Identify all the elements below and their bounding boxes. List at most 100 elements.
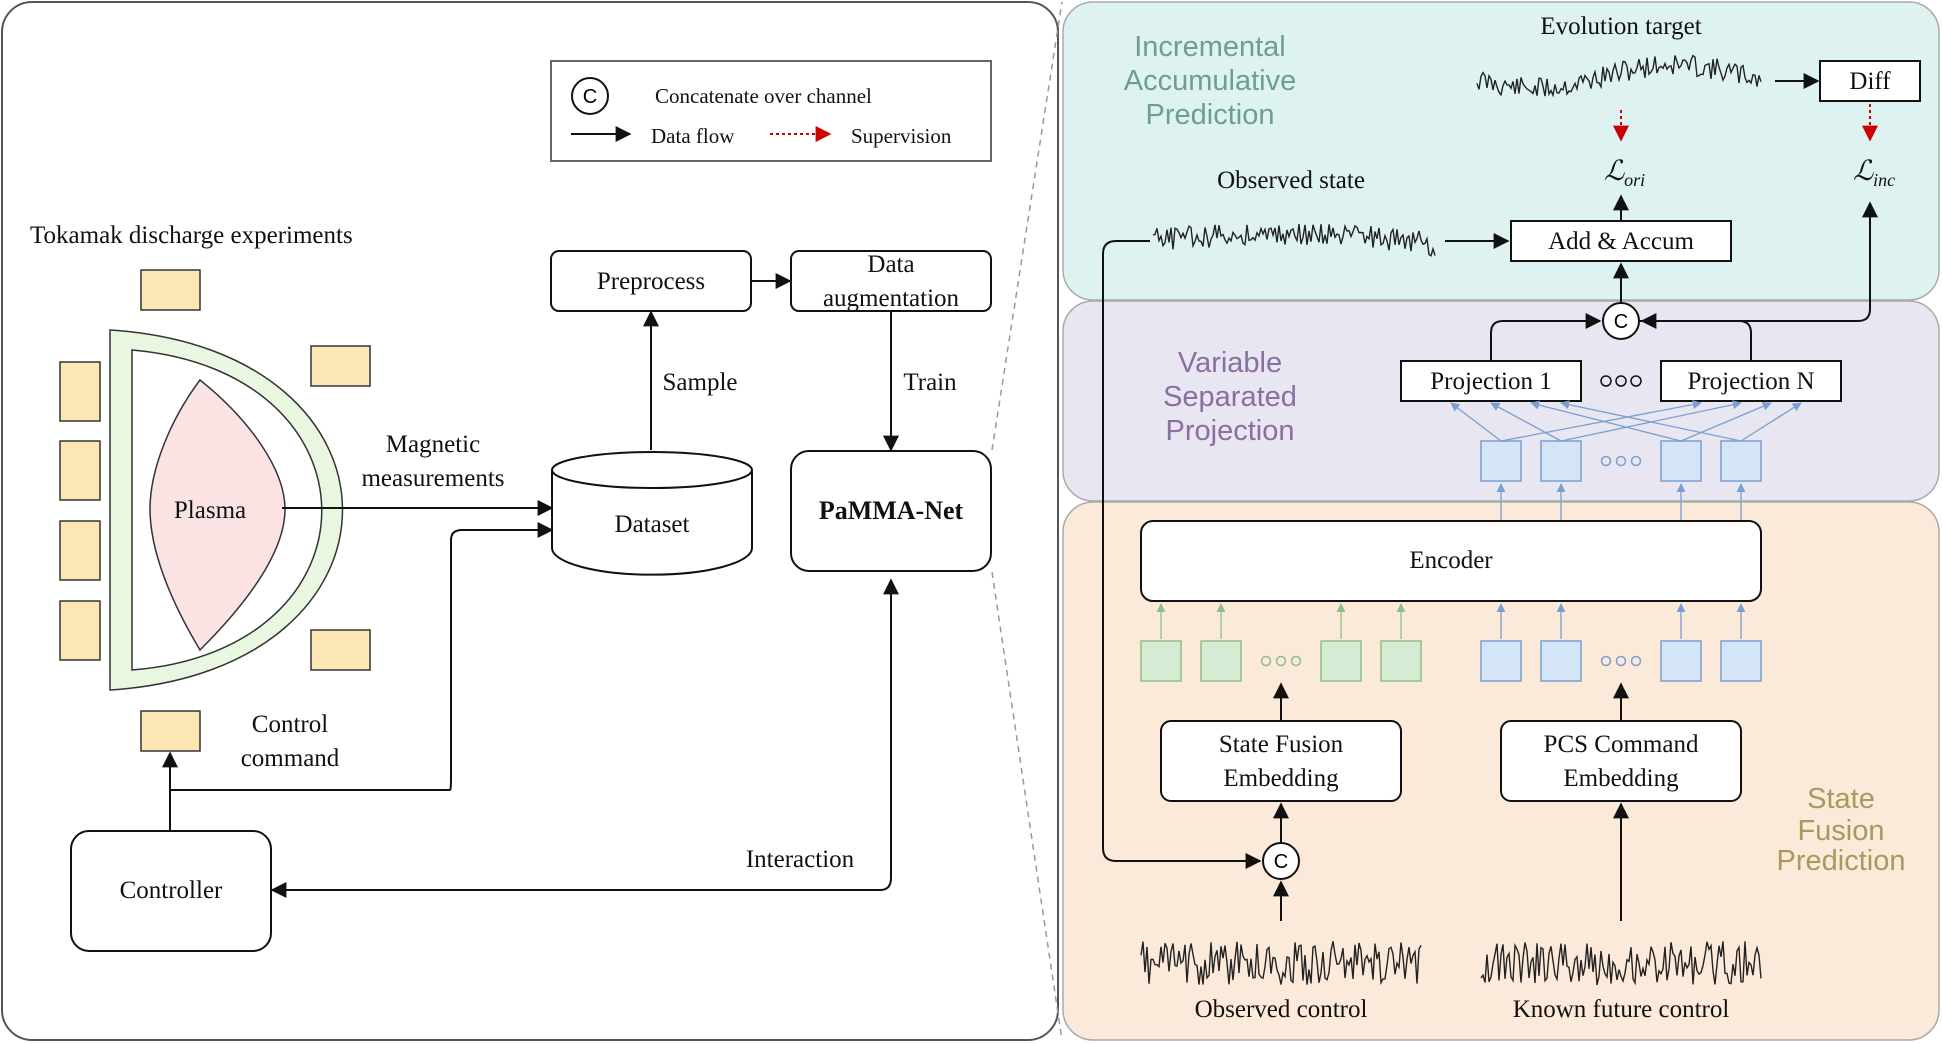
- token: [1720, 640, 1762, 682]
- coil: [59, 600, 101, 661]
- control-label-1: Control: [252, 711, 328, 738]
- known-future-control-signal: [1480, 941, 1762, 986]
- title-incremental: Incremental Accumulative Prediction: [1124, 31, 1296, 131]
- augmentation-label-1: Data: [867, 251, 914, 278]
- token: [1480, 640, 1522, 682]
- svg-text:Accumulative: Accumulative: [1124, 65, 1296, 97]
- pcs-command-label-1: PCS Command: [1544, 731, 1699, 758]
- concat-symbol-icon: [571, 77, 609, 115]
- svg-text:C: C: [1274, 851, 1288, 873]
- token: [1200, 640, 1242, 682]
- projection-1-label: Projection 1: [1430, 368, 1552, 395]
- concat-projection-icon: [1602, 302, 1640, 340]
- observed-control-signal: [1140, 941, 1422, 986]
- encoded-tokens: [1480, 440, 1762, 482]
- train-label: Train: [903, 369, 957, 396]
- svg-text:State: State: [1807, 783, 1875, 815]
- token: [1720, 440, 1762, 482]
- controller-label: Controller: [120, 877, 223, 904]
- projection-links: [1450, 400, 1802, 442]
- interaction-arrow: [270, 578, 899, 898]
- observed-state-signal: [1152, 223, 1436, 257]
- observed-control-label: Observed control: [1195, 996, 1368, 1023]
- diff-box: [1819, 60, 1921, 102]
- svg-text:Separated: Separated: [1163, 381, 1297, 413]
- state-token-links: [1156, 603, 1406, 639]
- pcs-command-label-2: Embedding: [1563, 765, 1679, 792]
- pcs-command-embedding-box: [1500, 720, 1742, 802]
- augmentation-label-2: augmentation: [823, 285, 960, 312]
- coil: [310, 629, 371, 671]
- encoded-token-ellipsis: [1600, 455, 1642, 467]
- state-token-ellipsis: [1260, 655, 1302, 667]
- svg-text:Variable: Variable: [1178, 347, 1282, 379]
- encoder-box: [1140, 520, 1762, 602]
- legend-concat-label: Concatenate over channel: [655, 84, 872, 108]
- dataset-cylinder: Dataset: [551, 451, 753, 576]
- experiments-title: Tokamak discharge experiments: [30, 222, 353, 249]
- zoom-line-top: [991, 1, 1063, 451]
- coil: [59, 520, 101, 581]
- state-fusion-label-1: State Fusion: [1219, 731, 1344, 758]
- projn-to-concat-arrow: [1640, 313, 1752, 363]
- state-fusion-embedding-box: [1160, 720, 1402, 802]
- svg-text:C: C: [1614, 311, 1628, 333]
- control-label-2: command: [241, 745, 340, 772]
- projection-n-label: Projection N: [1687, 368, 1814, 395]
- token: [1480, 440, 1522, 482]
- loss-ori: ℒori: [1604, 156, 1645, 190]
- concat-fusion-icon: [1262, 842, 1300, 880]
- plasma-shape: [149, 378, 286, 652]
- token: [1540, 640, 1582, 682]
- state-fusion-label-2: Embedding: [1223, 765, 1339, 792]
- known-future-control-label: Known future control: [1513, 996, 1730, 1023]
- token: [1660, 440, 1702, 482]
- plasma-label: Plasma: [174, 497, 246, 524]
- proj1-to-concat-arrow: [1490, 313, 1602, 363]
- token: [1660, 640, 1702, 682]
- magnetic-label-1: Magnetic: [386, 431, 480, 458]
- title-fusion: State Fusion Prediction: [1777, 783, 1906, 877]
- token: [1320, 640, 1362, 682]
- svg-text:Prediction: Prediction: [1777, 845, 1906, 877]
- add-accum-label: Add & Accum: [1548, 228, 1694, 255]
- sample-label: Sample: [663, 369, 738, 396]
- magnetic-label-2: measurements: [361, 465, 504, 492]
- encoder-label: Encoder: [1409, 547, 1493, 574]
- coil: [140, 710, 201, 752]
- preprocess-label: Preprocess: [597, 268, 705, 295]
- svg-text:Projection: Projection: [1166, 415, 1295, 447]
- encoder-to-token-links: [1496, 483, 1746, 520]
- dataset-label: Dataset: [615, 511, 690, 538]
- model-label: PaMMA-Net: [819, 496, 964, 525]
- token: [1140, 640, 1182, 682]
- diff-label: Diff: [1849, 68, 1891, 95]
- legend-supervision-label: Supervision: [851, 124, 952, 148]
- title-projection: Variable Separated Projection: [1163, 347, 1297, 447]
- svg-text:Incremental: Incremental: [1134, 31, 1286, 63]
- zoom-line-bottom: [991, 571, 1063, 1041]
- evolution-target-label: Evolution target: [1540, 13, 1701, 40]
- coil: [59, 361, 101, 422]
- interaction-label: Interaction: [746, 846, 855, 873]
- observed-state-loop-arrow: [1102, 240, 1262, 869]
- token: [1380, 640, 1422, 682]
- svg-text:Fusion: Fusion: [1797, 815, 1884, 847]
- add-accum-box: [1510, 220, 1732, 262]
- loss-inc: ℒinc: [1853, 156, 1895, 190]
- command-token-links: [1496, 603, 1746, 639]
- projection-1-box: [1400, 360, 1582, 402]
- evolution-target-signal: [1476, 54, 1762, 98]
- command-tokens: [1480, 640, 1762, 682]
- coil: [140, 269, 201, 311]
- legend: C Concatenate over channel Data flow Sup…: [550, 60, 992, 162]
- command-token-ellipsis: [1600, 655, 1642, 667]
- svg-text:Prediction: Prediction: [1146, 99, 1275, 131]
- observed-state-label: Observed state: [1217, 167, 1365, 194]
- coil: [310, 345, 371, 387]
- projection-ellipsis: [1600, 375, 1642, 387]
- projection-n-box: [1660, 360, 1842, 402]
- state-tokens: [1140, 640, 1422, 682]
- coil: [59, 440, 101, 501]
